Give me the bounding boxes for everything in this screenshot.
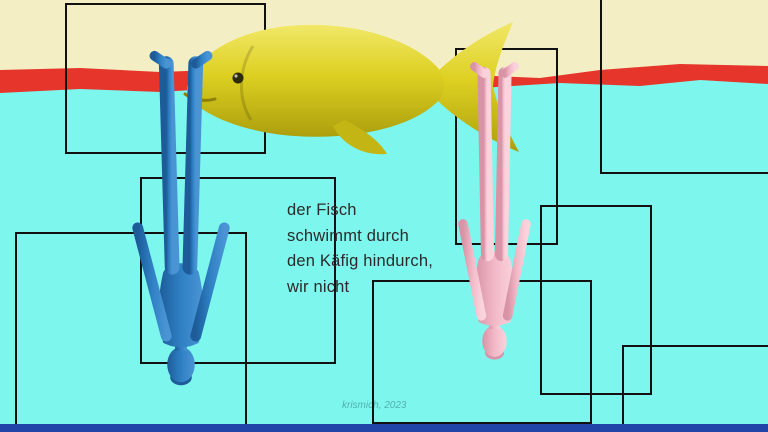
blue-figure — [132, 50, 230, 386]
blue-figure-shape — [132, 50, 230, 386]
yellow-fish — [183, 22, 519, 155]
bottom-blue-bar — [0, 424, 768, 432]
fish-eye-highlight — [234, 74, 238, 78]
cage-rectangle-2 — [600, 0, 768, 174]
caption-line-1: der Fisch — [287, 201, 357, 219]
fish-body — [187, 24, 445, 137]
caption-text: der Fisch schwimmt durch den Käfig hindu… — [287, 198, 433, 300]
caption-line-4: wir nicht — [287, 277, 350, 296]
artist-signature: krismich, 2023 — [342, 400, 407, 411]
fish-fin — [333, 120, 387, 155]
caption-line-2: schwimmt durch — [287, 226, 409, 245]
pink-figure-shape — [458, 62, 531, 360]
caption-line-3: den Käfig hindurch, — [287, 252, 433, 270]
cage-rectangle-3 — [140, 177, 336, 364]
cage-rectangle-8 — [622, 345, 768, 432]
cage-rectangle-6 — [540, 205, 652, 395]
pink-figure — [458, 62, 531, 360]
fish-gill-line — [240, 45, 255, 121]
fish-tail — [433, 22, 519, 152]
